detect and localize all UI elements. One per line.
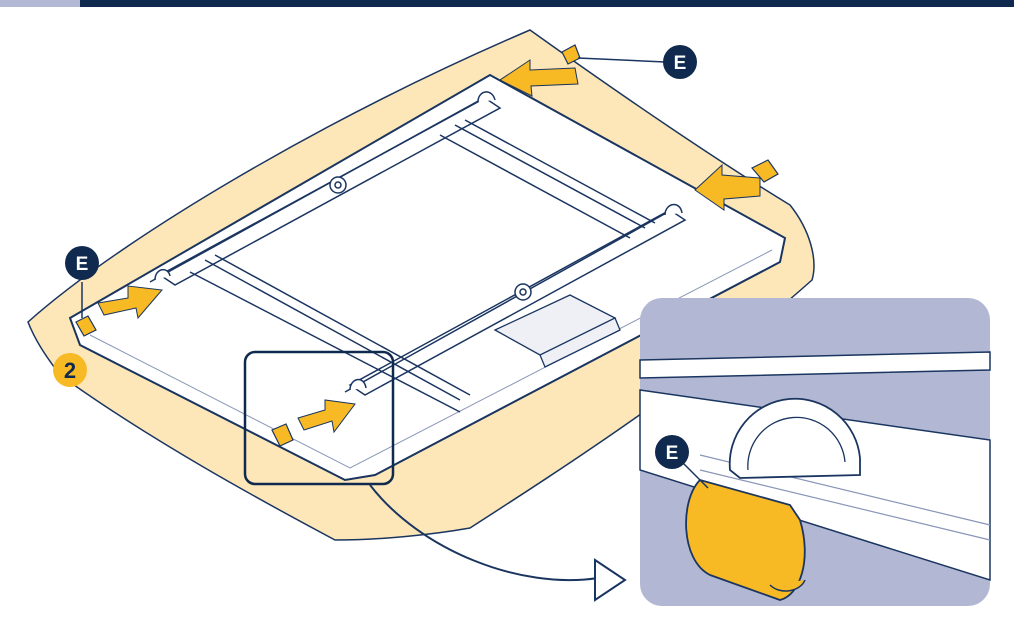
step-badge: 2 <box>53 353 87 387</box>
zoom-pointer-arrow <box>369 484 599 582</box>
tv-panel <box>68 73 787 482</box>
insert-arrow-right <box>694 163 761 211</box>
insert-arrow-top <box>499 59 579 97</box>
insert-arrow-bottom <box>297 399 356 434</box>
label-e-left: E <box>65 246 99 318</box>
svg-text:2: 2 <box>64 358 76 383</box>
detail-end-cap <box>685 478 806 601</box>
insert-arrow-left <box>97 285 163 320</box>
end-cap-left <box>75 315 97 337</box>
back-recess <box>493 294 621 368</box>
svg-text:E: E <box>666 443 679 464</box>
end-cap-right <box>751 159 779 183</box>
header-bar <box>0 0 1014 7</box>
zoom-highlight-box <box>243 350 395 486</box>
mount-bracket <box>149 91 687 413</box>
label-e-top: E <box>577 45 697 79</box>
detail-inset <box>639 298 991 606</box>
label-e-detail: E <box>655 435 709 489</box>
svg-text:E: E <box>76 254 89 275</box>
end-cap-bottom <box>271 423 294 447</box>
svg-text:E: E <box>674 53 687 74</box>
